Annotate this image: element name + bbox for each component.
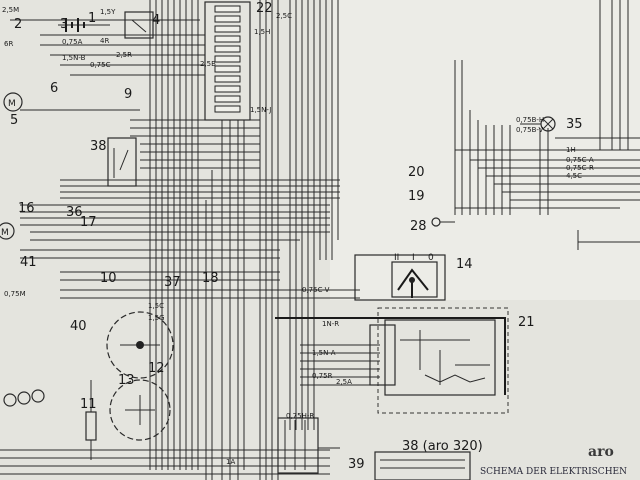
label-38: 38 <box>90 139 107 154</box>
switch-position: 0 <box>428 253 434 263</box>
lamp-35 <box>520 116 556 132</box>
wire-code: 0,75C-A <box>566 156 594 164</box>
wire-code: 4,5C <box>566 172 582 180</box>
component-1-battery <box>58 18 110 32</box>
label-28: 28 <box>410 219 427 234</box>
label-14: 14 <box>456 257 473 272</box>
label-11: 11 <box>80 397 97 412</box>
label-21: 21 <box>518 315 535 330</box>
wire-code: 2,5B <box>200 60 216 68</box>
label-6: 6 <box>50 81 58 96</box>
label-41: 41 <box>20 255 37 270</box>
label-22: 22 <box>256 1 273 16</box>
wire-code: 1H <box>566 146 576 154</box>
label-5: 5 <box>10 113 18 128</box>
wire-code: 1,5H <box>254 28 270 36</box>
label-39: 39 <box>348 457 365 472</box>
relay-4 <box>124 11 154 39</box>
wire-code: 1,5Y <box>100 8 116 16</box>
wire-code: 1A <box>226 458 235 466</box>
switch-14 <box>354 254 446 301</box>
label-36: 36 <box>66 205 83 220</box>
label-2: 2 <box>14 17 22 32</box>
wire-code: 0,75M <box>4 290 26 298</box>
label-9: 9 <box>124 87 132 102</box>
wire-code-labels: 2,5M 1,5Y 0,75A 6R 4R 2,5R 0,75C 1,5N-B … <box>2 6 594 466</box>
relay-38 <box>107 137 137 187</box>
label-18: 18 <box>202 271 219 286</box>
label-12: 12 <box>148 361 165 376</box>
terminal-39 <box>277 417 340 474</box>
right-harness <box>454 0 640 250</box>
svg-text:M: M <box>8 99 16 109</box>
title-block: aro SCHEMA DER ELEKTRISCHEN <box>470 438 640 480</box>
wire-code: 2,5R <box>116 51 132 59</box>
label-20: 20 <box>408 165 425 180</box>
connector-block <box>300 324 396 386</box>
component-38-aro320 <box>374 451 471 480</box>
switch-positions: II I 0 <box>394 253 434 263</box>
label-17: 17 <box>80 215 97 230</box>
gauge-13 <box>109 379 171 441</box>
label-35: 35 <box>566 117 583 132</box>
wire-code: 1,5N-B <box>62 54 86 62</box>
switch-position: I <box>412 253 415 263</box>
wire-code: 0,75R <box>312 372 333 380</box>
schema-title: SCHEMA DER ELEKTRISCHEN <box>480 467 627 477</box>
switch-position: II <box>394 253 399 263</box>
label-19: 19 <box>408 189 425 204</box>
brand-logo: aro <box>588 444 614 460</box>
wire-code: 1,5N-A <box>312 349 336 357</box>
wire-code: 4R <box>100 37 109 45</box>
wire-code: 0,75B-H <box>516 116 544 124</box>
component-labels: 2 1 3 4 5 6 9 10 11 12 13 14 16 17 18 19… <box>10 1 583 472</box>
wire-code: 1N-R <box>322 320 339 328</box>
wire-code: 1,5N-J <box>250 106 271 114</box>
wire-code: 2,5A <box>336 378 352 386</box>
wire-code: 0,75B-V <box>516 126 544 134</box>
wire-code: 0,75C-V <box>302 286 330 294</box>
wire-code: 0,75C <box>90 61 111 69</box>
wire-code: 6R <box>4 40 13 48</box>
wire-code: 1,5C <box>148 302 164 310</box>
gauge-12 <box>106 311 174 379</box>
motor-16: M <box>0 222 15 240</box>
label-4: 4 <box>152 13 160 28</box>
wire-code: 1,5G <box>148 314 165 322</box>
label-16: 16 <box>18 201 35 216</box>
wire-code: 0,75A <box>62 38 83 46</box>
svg-text:M: M <box>1 228 9 238</box>
fuse-box-22 <box>204 1 251 121</box>
lamp-28 <box>431 217 455 227</box>
label-10: 10 <box>100 271 117 286</box>
wire-code: 2,5M <box>2 6 19 14</box>
label-37: 37 <box>164 275 181 290</box>
lamp-cluster-34 <box>3 389 45 407</box>
variant-label: 38 (aro 320) <box>402 439 483 454</box>
motor-5: M <box>3 92 23 112</box>
component-21 <box>275 307 509 414</box>
wire-code: 2,5C <box>276 12 292 20</box>
label-3: 3 <box>60 17 68 32</box>
horizontal-harness <box>0 19 360 475</box>
wire-code: 0,75H-R <box>286 412 314 420</box>
wire-code: 0,75C-R <box>566 164 594 172</box>
label-13: 13 <box>118 373 135 388</box>
label-40: 40 <box>70 319 87 334</box>
label-1: 1 <box>88 11 96 26</box>
vertical-harness <box>149 0 339 480</box>
component-11 <box>85 380 97 460</box>
